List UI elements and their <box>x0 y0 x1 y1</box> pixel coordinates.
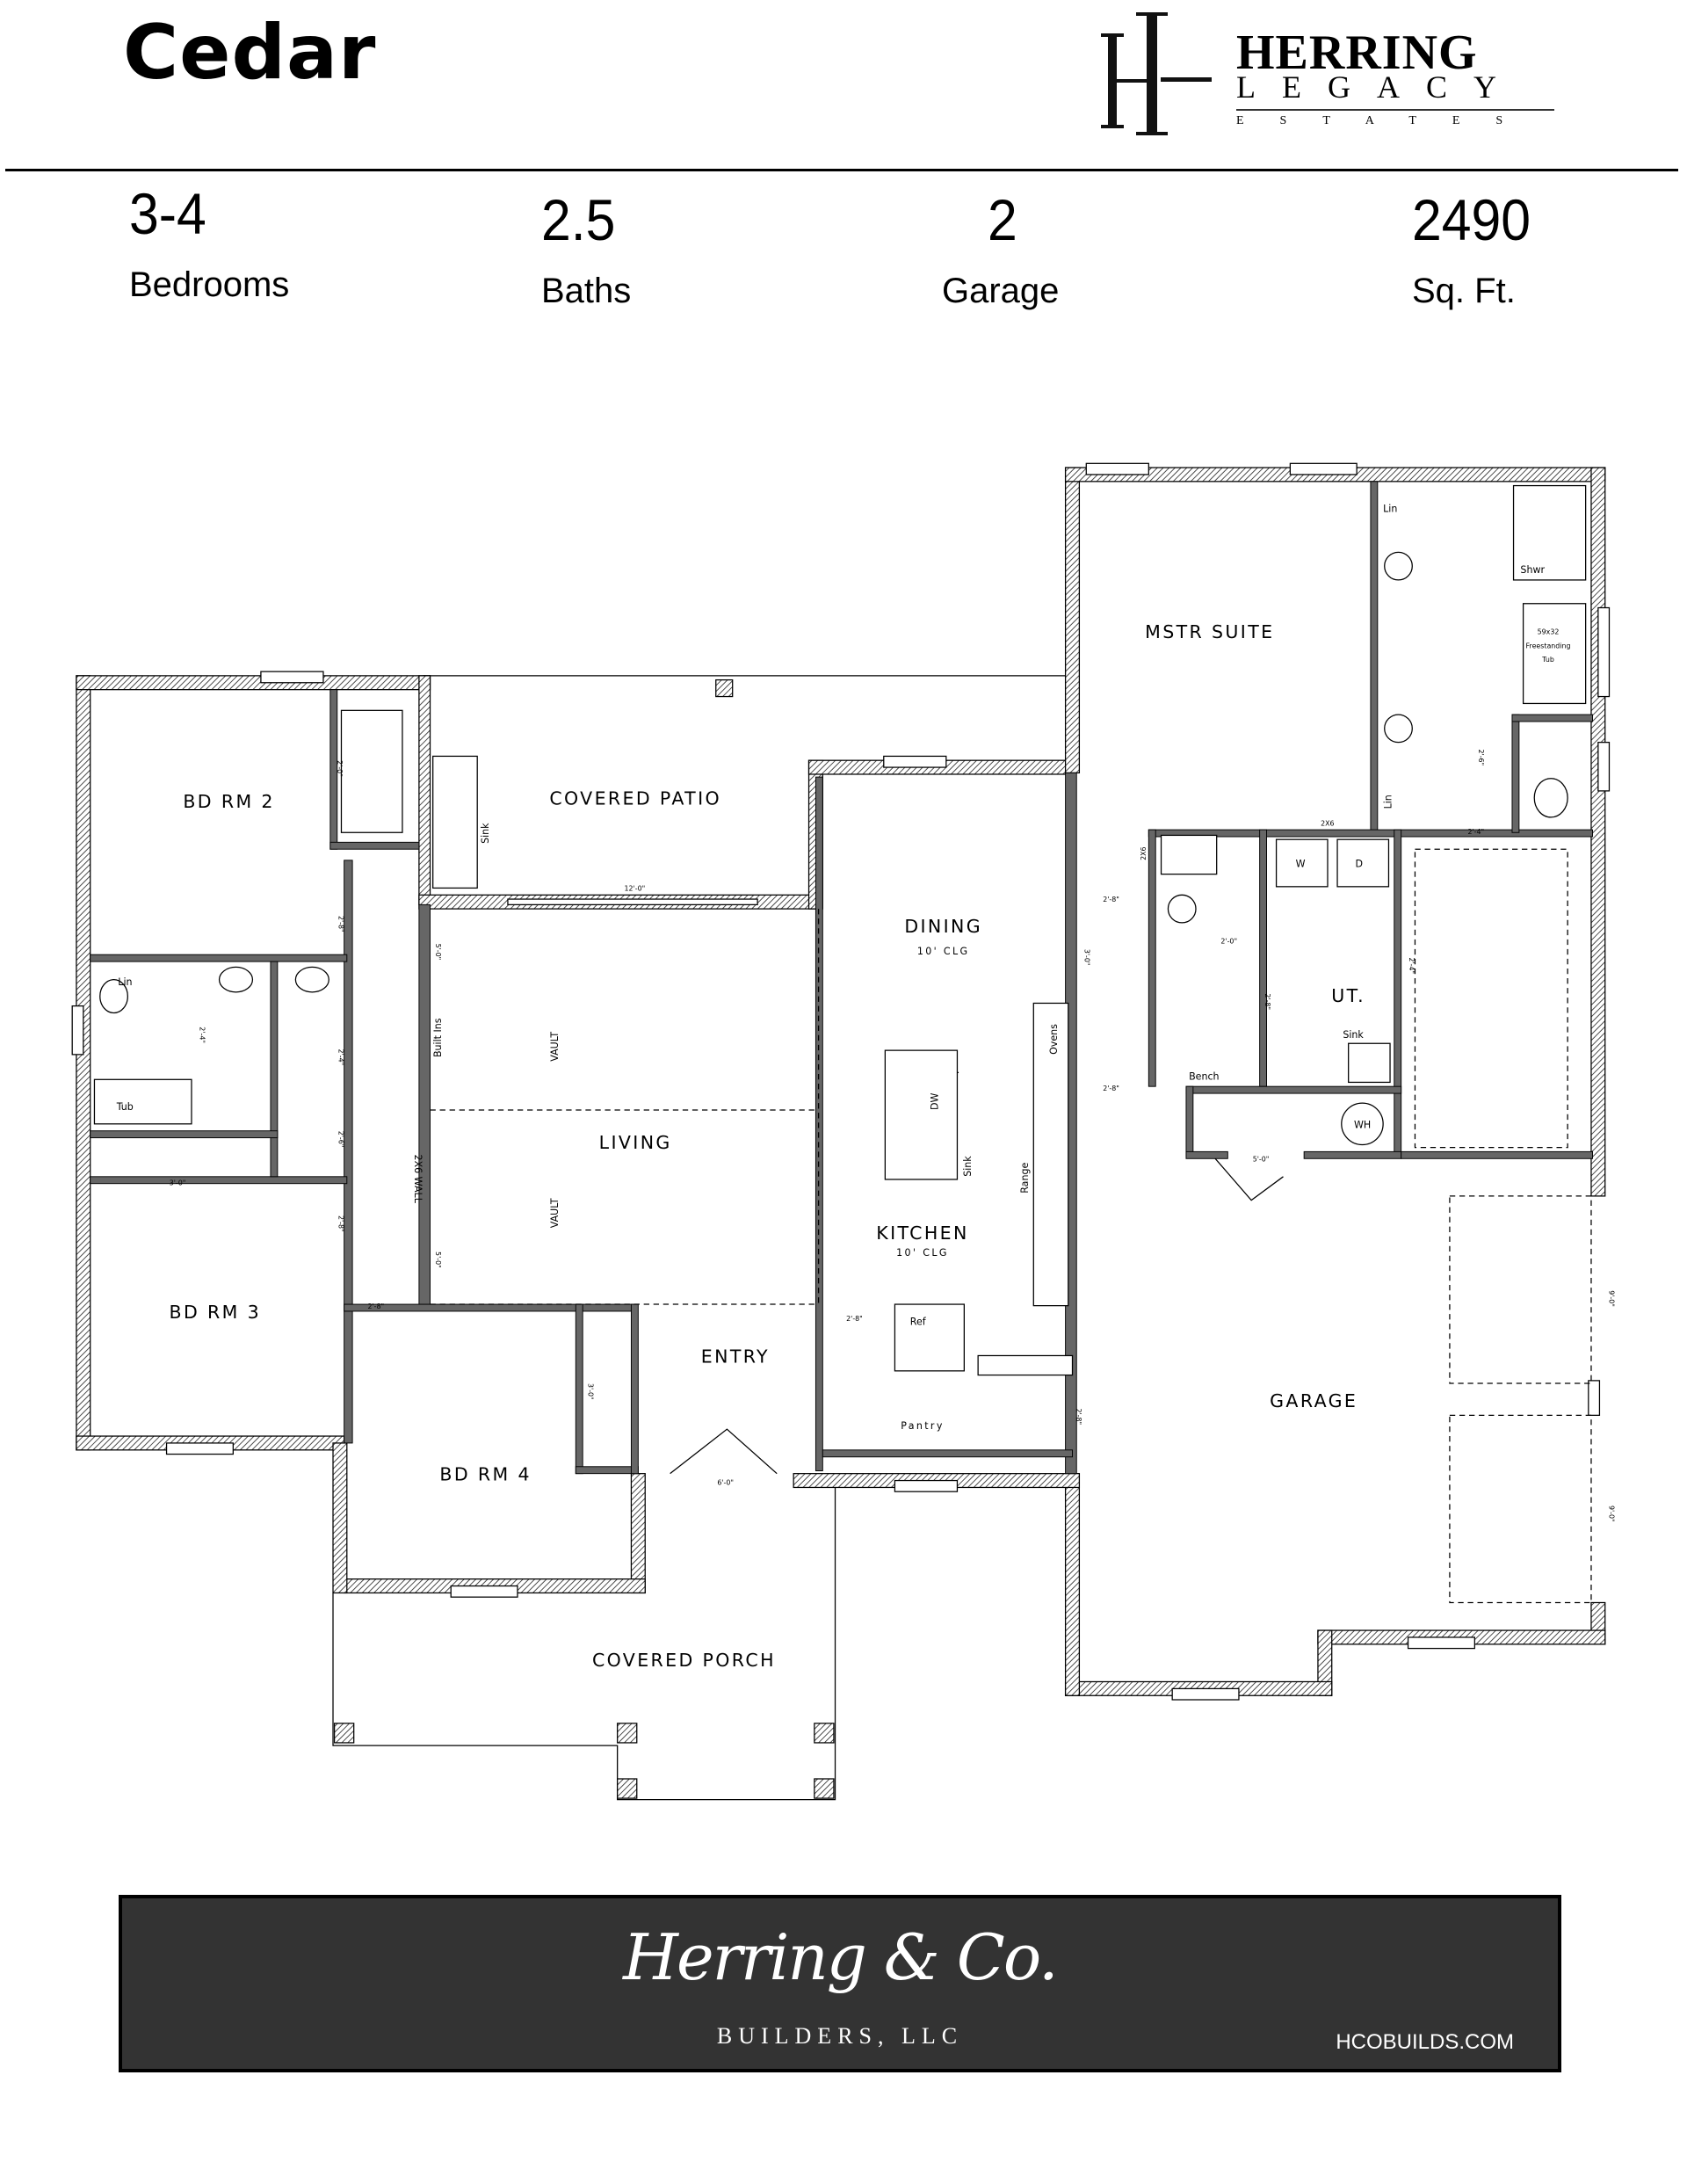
kitchen-ceiling: 10' CLG <box>896 1247 949 1259</box>
label-2x6-wall: 2X6 WALL <box>412 1155 424 1204</box>
dim-label: 9'-0" <box>1607 1506 1615 1522</box>
room-entry: ENTRY <box>701 1346 770 1367</box>
label-sink: Sink <box>962 1156 974 1177</box>
label-sink: Sink <box>480 823 491 844</box>
label-sink: Sink <box>1343 1029 1364 1041</box>
dim-label: 3'-0" <box>1083 949 1091 966</box>
stat-label: Garage <box>942 272 1060 310</box>
label-dryer: D <box>1356 859 1364 870</box>
logo-monogram-icon <box>1101 12 1212 135</box>
dim-label: 2'-8" <box>337 916 344 932</box>
room-covered-porch: COVERED PORCH <box>592 1650 776 1671</box>
label-refrigerator: Ref <box>910 1317 927 1328</box>
logo-legacy: LEGACY <box>1236 69 1523 105</box>
dim-label: 2'-4" <box>1408 957 1415 974</box>
dim-label: 2'-4" <box>337 1049 344 1066</box>
label-lin: Lin <box>1383 795 1394 809</box>
plan-title: Cedar <box>123 9 377 97</box>
label-dishwasher: DW <box>929 1093 940 1111</box>
dashed-lines <box>430 848 1592 1604</box>
room-utility: UT. <box>1331 985 1365 1006</box>
porch <box>332 675 1284 1801</box>
label-tub-size: 59x32 <box>1538 628 1560 636</box>
label-shower: Shwr <box>1520 564 1545 576</box>
herring-co-logo: Herring & Co. <box>623 1920 1059 1994</box>
label-built-ins: Built Ins <box>432 1018 444 1057</box>
dimension-labels: 12'-0" 6'-0" 5'-0" 9'-0" 9'-0" 3'-0" 3'-… <box>170 750 1616 1522</box>
dim-label: 3'-0" <box>587 1383 595 1400</box>
stat-value: 3-4 <box>129 181 206 246</box>
label-vault: VAULT <box>549 1032 561 1062</box>
stat-value: 2 <box>988 187 1017 252</box>
room-dining: DINING <box>904 916 982 937</box>
dim-label: 3'-0" <box>170 1179 186 1186</box>
room-bd-rm-3: BD RM 3 <box>170 1302 262 1323</box>
label-washer: W <box>1296 859 1306 870</box>
dim-label: 2'-8" <box>337 1215 344 1232</box>
label-bench: Bench <box>1189 1070 1219 1082</box>
windows <box>71 462 1611 1701</box>
dim-label: 2'-4" <box>1467 828 1484 836</box>
label-tub: Tub <box>1541 656 1554 664</box>
room-bd-rm-2: BD RM 2 <box>183 791 274 812</box>
herring-legacy-logo: HERRING LEGACY ESTATES <box>1096 7 1561 137</box>
dim-label: 2'-4" <box>198 1027 206 1043</box>
room-living: LIVING <box>599 1132 672 1153</box>
dim-label: 6'-0" <box>717 1478 734 1486</box>
logo-herring: HERRING <box>1236 25 1478 80</box>
room-kitchen: KITCHEN <box>876 1223 968 1244</box>
room-covered-patio: COVERED PATIO <box>549 788 721 809</box>
dim-label: 2'-8" <box>367 1302 384 1310</box>
builders-llc: BUILDERS, LLC <box>716 2023 964 2049</box>
dim-label: 2'-8" <box>1103 896 1119 903</box>
dim-label: 9'-0" <box>1607 1290 1615 1307</box>
label-lin: Lin <box>118 976 132 988</box>
stat-label: Bedrooms <box>129 265 290 304</box>
fixture-labels: Lin Lin Lin Shwr 59x32 Freestanding Tub … <box>116 504 1571 1328</box>
stat-baths: 2.5 Baths <box>541 186 631 311</box>
interior-walls <box>90 481 1594 1475</box>
stat-sqft: 2490 Sq. Ft. <box>1412 186 1541 311</box>
dining-ceiling: 10' CLG <box>917 946 970 957</box>
room-garage: GARAGE <box>1270 1390 1358 1411</box>
stat-label: Baths <box>541 272 632 310</box>
header-divider <box>5 169 1678 171</box>
dim-label: 12'-0" <box>625 885 646 893</box>
label-2x6: 2X6 <box>1321 819 1334 827</box>
dim-label: 5'-0" <box>1253 1155 1270 1163</box>
footer-banner: Herring & Co. BUILDERS, LLC HCOBUILDS.CO… <box>119 1895 1561 2072</box>
dim-label: 2'-8" <box>846 1315 863 1323</box>
label-range: Range <box>1019 1163 1031 1194</box>
website-link[interactable]: HCOBUILDS.COM <box>1336 2030 1514 2054</box>
label-vault: VAULT <box>549 1198 561 1228</box>
dim-label: 2'-6" <box>1477 750 1485 766</box>
dim-label: 2'-6" <box>337 1131 344 1148</box>
label-tub: Tub <box>116 1101 134 1113</box>
dim-label: 5'-0" <box>434 944 442 961</box>
label-tub-type: Freestanding <box>1526 642 1571 649</box>
room-mstr-suite: MSTR SUITE <box>1145 621 1274 642</box>
dim-label: 2'-8" <box>1263 993 1271 1010</box>
dim-label: 2'-0" <box>336 760 344 777</box>
label-lin: Lin <box>1383 504 1397 515</box>
logo-estates: ESTATES <box>1236 114 1539 127</box>
stat-bedrooms: 3-4 Bedrooms <box>129 180 289 305</box>
stat-value: 2490 <box>1412 187 1531 252</box>
stat-label: Sq. Ft. <box>1412 272 1516 310</box>
label-water-heater: WH <box>1354 1120 1371 1131</box>
dim-label: 2'-8" <box>1075 1408 1082 1425</box>
dim-label: 2'-8" <box>1103 1085 1119 1092</box>
room-bd-rm-4: BD RM 4 <box>439 1464 532 1485</box>
room-pantry: Pantry <box>901 1420 945 1432</box>
label-2x6: 2X6 <box>1140 846 1148 860</box>
fixtures <box>93 484 1587 1376</box>
label-ovens: Ovens <box>1048 1024 1060 1055</box>
dim-label: 5'-0" <box>434 1252 442 1268</box>
stat-garage: 2 Garage <box>942 186 1059 311</box>
stat-value: 2.5 <box>541 187 616 252</box>
room-labels: BD RM 2 COVERED PATIO MSTR SUITE DINING … <box>170 621 1365 1671</box>
dim-label: 2'-0" <box>1220 938 1237 946</box>
